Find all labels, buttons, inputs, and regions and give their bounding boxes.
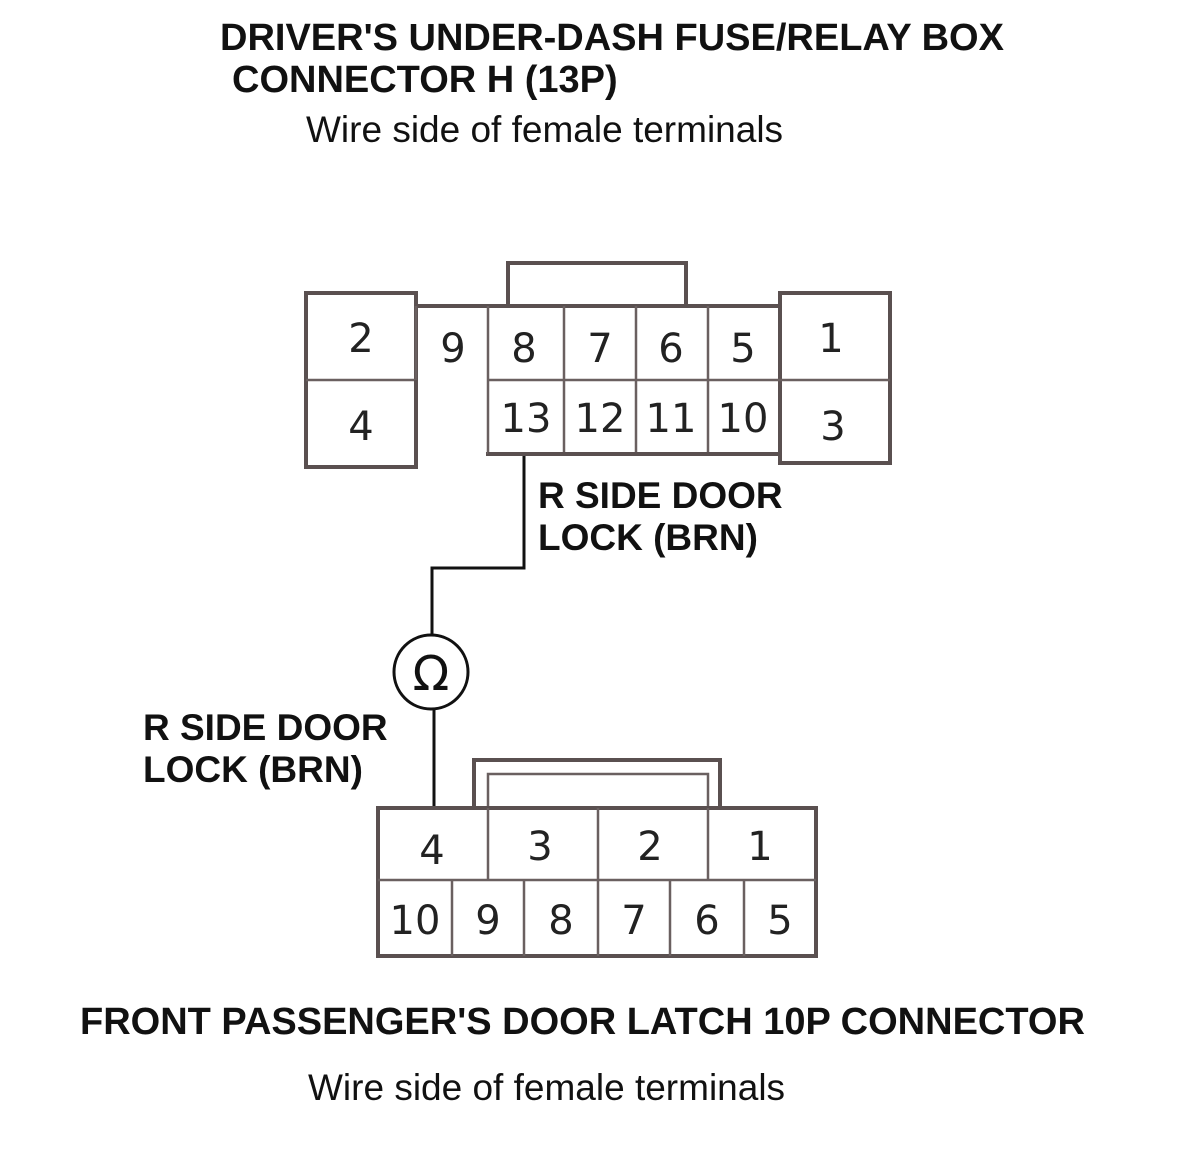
bottom-pin-4: 4 [419,828,444,874]
top-wire-label-line2: LOCK (BRN) [538,517,758,558]
bottom-connector-subtitle: Wire side of female terminals [308,1067,785,1108]
bottom-pin-8: 8 [548,898,573,944]
ohm-symbol: Ω [413,646,450,702]
bottom-pin-9: 9 [475,898,500,944]
bottom-pin-2: 2 [637,824,662,870]
bottom-pin-10: 10 [390,898,441,944]
bottom-pin-1: 1 [747,824,772,870]
top-pin-6: 6 [658,326,683,372]
wire-top-to-meter [430,456,526,636]
top-connector-title-line2: CONNECTOR H (13P) [232,59,618,101]
top-wire-label-line1: R SIDE DOOR [538,475,783,516]
top-pin-11: 11 [646,396,697,442]
top-pin-13: 13 [501,396,552,442]
top-pin-5: 5 [730,326,755,372]
top-pin-9: 9 [440,326,465,372]
bottom-connector-lock-tab-outer [472,758,722,812]
ohmmeter-circle [392,633,470,711]
top-connector-subtitle: Wire side of female terminals [306,109,783,150]
top-connector-13p: 2 9 8 7 6 5 1 4 13 12 11 10 3 [304,261,892,469]
top-pin-7: 7 [587,326,612,372]
bottom-wire-label-line1: R SIDE DOOR [143,707,388,748]
bottom-pin-7: 7 [621,898,646,944]
top-pin-10: 10 [718,396,769,442]
bottom-pin-3: 3 [527,824,552,870]
bottom-connector-10p: 4 3 2 1 10 9 8 7 6 5 [376,758,818,958]
ohmmeter-icon: Ω [392,633,470,711]
top-pin-2: 2 [348,316,373,362]
top-pin-4: 4 [348,404,373,450]
top-connector-lock-tab [506,261,688,310]
bottom-pin-5: 5 [767,898,792,944]
bottom-wire-label-line2: LOCK (BRN) [143,749,363,790]
top-pin-12: 12 [575,396,626,442]
top-connector-title-line1: DRIVER'S UNDER-DASH FUSE/RELAY BOX [220,17,1005,59]
top-pin-1: 1 [818,316,843,362]
top-pin-3: 3 [820,404,845,450]
bottom-connector-title: FRONT PASSENGER'S DOOR LATCH 10P CONNECT… [80,1001,1085,1043]
top-pin-8: 8 [511,326,536,372]
bottom-pin-6: 6 [694,898,719,944]
top-connector-right-block [778,291,892,465]
